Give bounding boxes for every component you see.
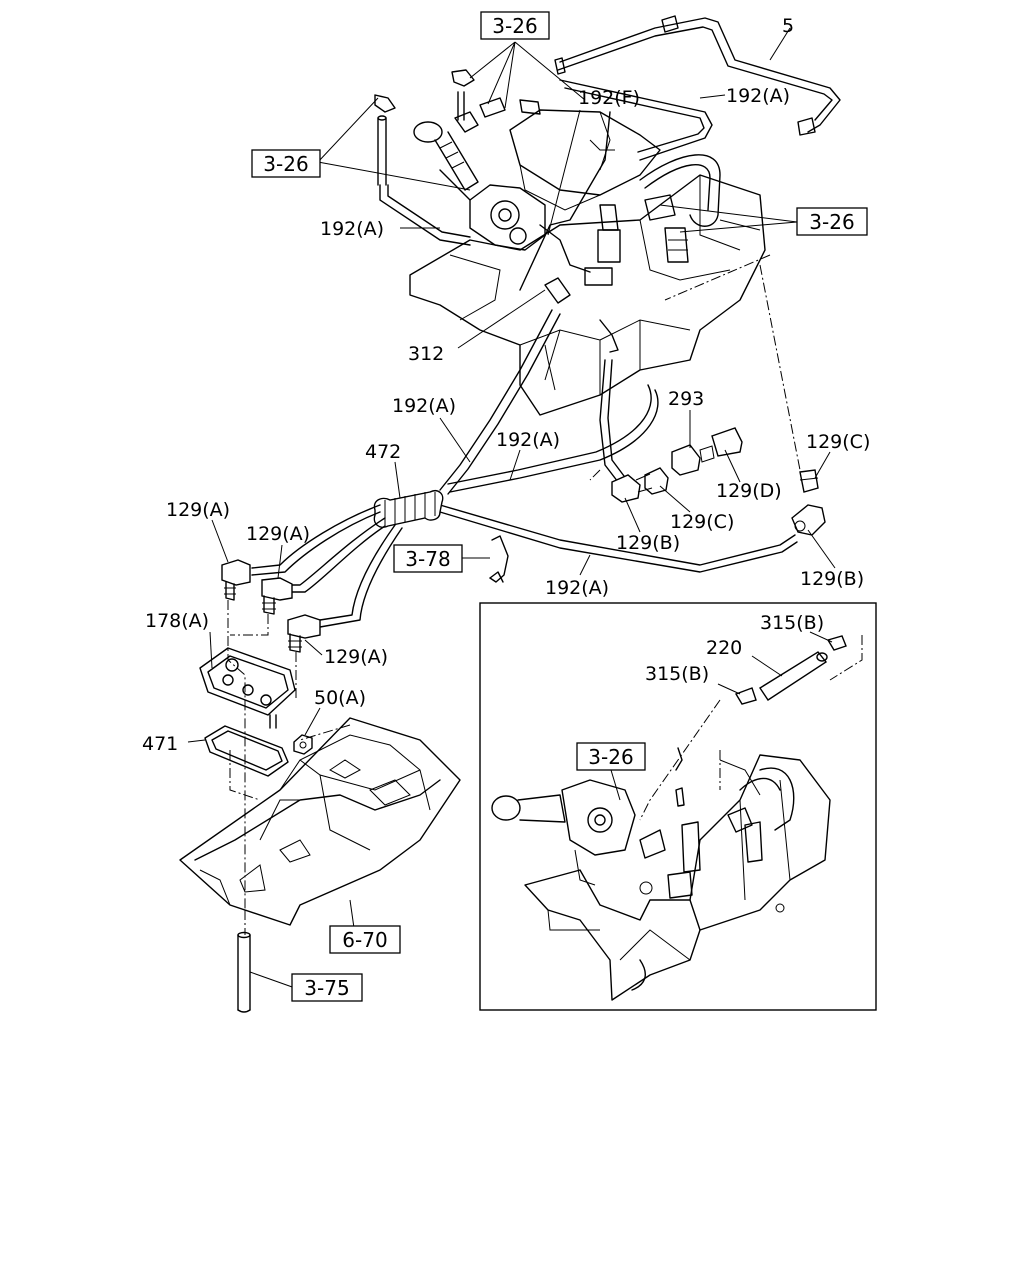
floor-pan — [179, 717, 461, 926]
gasket-178a — [199, 647, 296, 729]
bundle-pipes — [439, 309, 798, 573]
pipe-5 — [554, 15, 841, 136]
label-312: 312 — [408, 343, 444, 365]
ref-3-26-inset: 3-26 — [588, 745, 633, 769]
ref-3-26-right: 3-26 — [809, 210, 854, 234]
pipe-192a-top — [559, 79, 713, 161]
ref-box-3-26-right: 3-26 — [796, 207, 868, 236]
label-129c-right: 129(C) — [806, 431, 870, 453]
label-129c-mid: 129(C) — [670, 511, 734, 533]
nut-50a — [293, 734, 313, 755]
leader-lines — [187, 27, 836, 989]
label-315b-1: 315(B) — [760, 612, 824, 634]
clamp-315b-1 — [826, 635, 847, 651]
label-129a-2: 129(A) — [246, 523, 310, 545]
ref-box-6-70: 6-70 — [329, 925, 401, 954]
label-471: 471 — [142, 733, 178, 755]
pipe-bottom — [237, 931, 251, 1013]
right-fittings — [611, 427, 826, 536]
fittings-129a — [221, 559, 321, 653]
label-192f: 192(F) — [578, 87, 640, 109]
ref-3-78: 3-78 — [405, 547, 450, 571]
ring-471 — [204, 725, 289, 777]
clip-472 — [373, 490, 444, 528]
label-129d: 129(D) — [716, 480, 782, 502]
ref-3-75: 3-75 — [304, 976, 349, 1000]
ref-3-26-left: 3-26 — [263, 152, 308, 176]
label-50a: 50(A) — [314, 687, 366, 709]
label-178a: 178(A) — [145, 610, 209, 632]
label-192a-left: 192(A) — [320, 218, 384, 240]
label-192a-mid2: 192(A) — [496, 429, 560, 451]
ref-3-26-top: 3-26 — [492, 14, 537, 38]
label-192a-top: 192(A) — [726, 85, 790, 107]
ref-box-3-78: 3-78 — [393, 544, 463, 573]
label-129a-1: 129(A) — [166, 499, 230, 521]
label-129b-mid: 129(B) — [616, 532, 680, 554]
ref-box-3-26-top: 3-26 — [480, 11, 550, 40]
inset-panel: 3-26 315(B) 220 315(B) — [479, 602, 877, 1011]
ref-box-3-75: 3-75 — [291, 973, 363, 1002]
centerlines — [227, 254, 801, 935]
lower-left-pipes — [251, 504, 403, 628]
label-192a-low: 192(A) — [545, 577, 609, 599]
label-192a-mid: 192(A) — [392, 395, 456, 417]
label-293: 293 — [668, 388, 704, 410]
ref-6-70: 6-70 — [342, 928, 387, 952]
label-315b-2: 315(B) — [645, 663, 709, 685]
clip-378 — [489, 535, 509, 583]
hose-220 — [759, 651, 828, 701]
pipe-192a-left — [379, 184, 471, 246]
part-labels: 5 192(A) 192(F) 192(A) 312 192(A) 192(A)… — [142, 15, 870, 755]
clamp-315b-2 — [734, 687, 757, 705]
ref-box-3-26-left: 3-26 — [251, 149, 321, 178]
label-220: 220 — [706, 637, 742, 659]
label-129a-3: 129(A) — [324, 646, 388, 668]
label-472: 472 — [365, 441, 401, 463]
main-assembly — [374, 69, 766, 416]
label-5: 5 — [782, 15, 794, 37]
label-129b-right: 129(B) — [800, 568, 864, 590]
